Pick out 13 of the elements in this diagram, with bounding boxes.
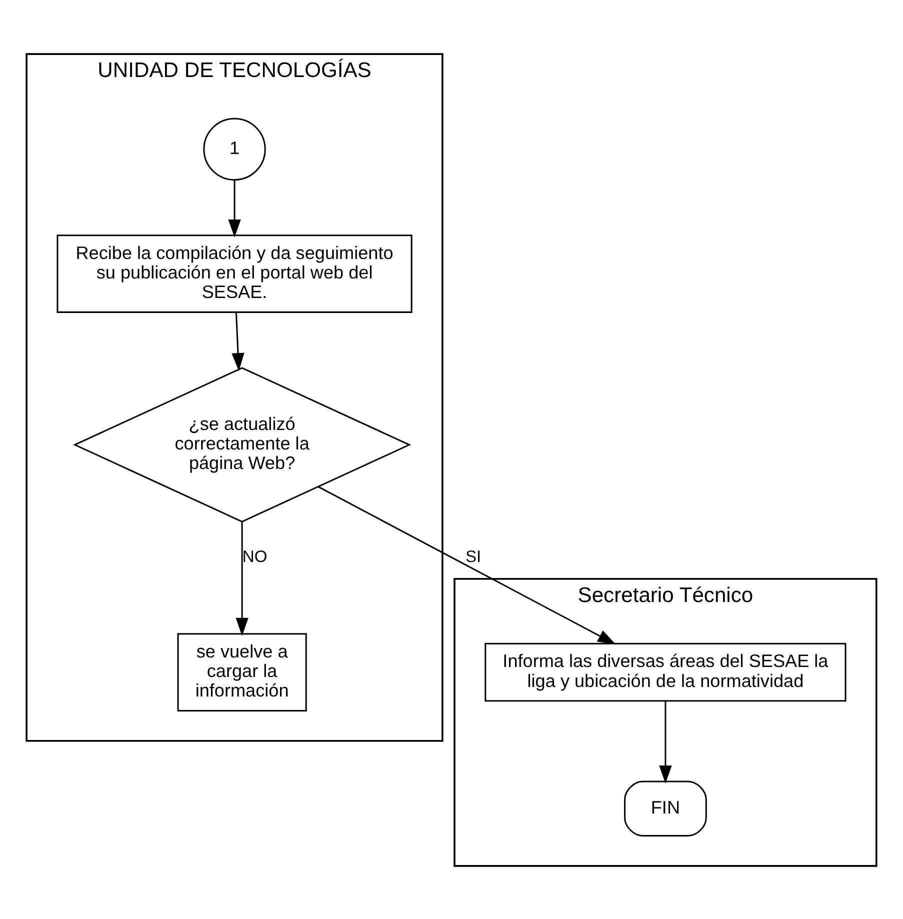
node-box: FIN [624, 780, 707, 836]
edge-label: NO [242, 546, 268, 566]
node-circle: 1 [203, 117, 266, 180]
arrow [659, 700, 672, 784]
node-box: se vuelve a cargar la información [177, 632, 307, 711]
edge-label: SI [466, 546, 482, 566]
arrow [228, 180, 241, 238]
arrow [236, 521, 248, 636]
node-box: Recibe la compilación y da seguimiento su publicación en el portal web del SESAE. [56, 234, 412, 312]
arrow [318, 486, 616, 644]
node-diamond: ¿se actualizó correctamente la página Web? [73, 366, 412, 522]
arrow [232, 312, 244, 371]
node-box: Informa las diversas áreas del SESAE la liga y ubicación de la normatividad [484, 642, 846, 702]
